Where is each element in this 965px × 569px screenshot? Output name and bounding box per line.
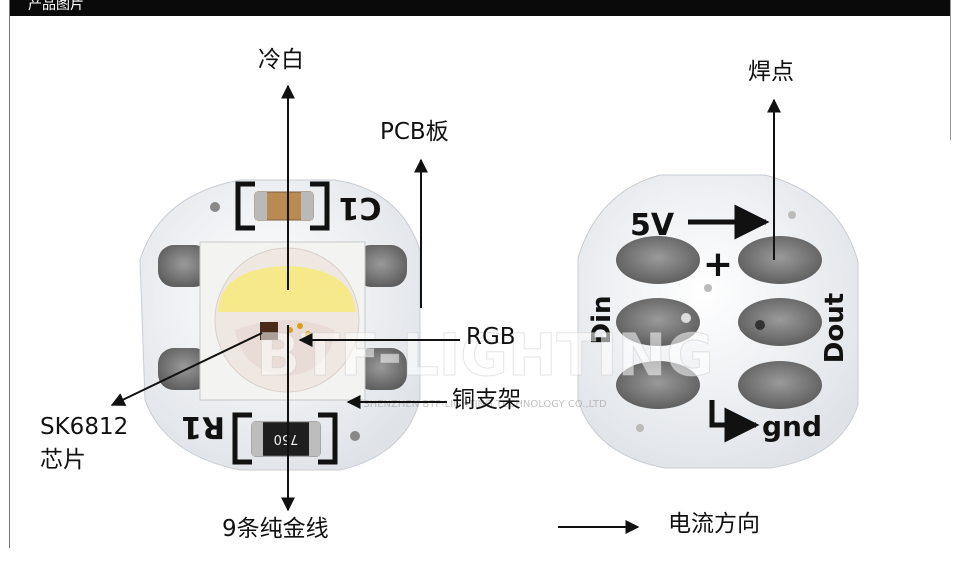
copper-lead-left-top [158,245,210,287]
silk-gnd: gnd [762,410,822,443]
header-bar: 产品图片 [10,0,950,16]
silk-gnd-arrow [709,400,760,443]
r1-silkscreen: R1 [181,409,225,444]
c1-silkscreen: C1 [339,190,382,225]
copper-lead-left-bottom [158,348,210,390]
label-chip: 芯片 [40,447,86,473]
via-hole [788,211,796,219]
via-hole [704,284,712,292]
silk-plus: + [703,244,733,285]
label-chip-model: SK6812 [40,414,129,440]
via-hole [350,431,360,441]
capacitor-terminal-right [301,192,313,220]
silk-din: Din [587,295,617,344]
silk-5v: 5V [630,208,675,243]
label-current-direction: 电流方向 [668,511,760,537]
watermark-company: SHENZHEN BTF-LIGHTING TECHNOLOGY CO.,LTD [363,399,607,410]
label-cool-white: 冷白 [258,47,304,73]
label-rgb: RGB [466,324,516,350]
arrow-chip [110,332,263,406]
solder-pad-gnd-left [616,361,700,409]
label-pcb-board: PCB板 [380,119,449,145]
copper-lead-right-top [355,245,407,287]
solder-pad-din [616,298,700,346]
frame-right-border [950,0,951,140]
via-hole [681,313,691,323]
capacitor-terminal-left [255,192,267,220]
via-hole [636,424,644,432]
watermark-brand: BTF-LIGHTING [256,321,714,389]
solder-pad-5v [616,236,700,284]
solder-pad-5v-right [738,236,822,284]
via-hole [210,202,220,212]
solder-pad-dout [738,298,822,346]
label-solder-pad: 焊点 [748,59,794,85]
copper-lead-right-bottom [355,348,407,390]
resistor-terminal-left [252,422,263,456]
label-gold-wire: 9条纯金线 [222,516,329,542]
sk6812-chip [260,322,278,340]
label-copper-bracket: 铜支架 [452,387,521,413]
solder-pad-gnd-right [738,361,822,409]
resistor-code: 750 [274,431,299,446]
header-title: 产品图片 [28,0,84,13]
green-die [297,323,303,329]
r1-silkscreen-bracket [232,412,338,465]
frame-left-border [9,0,10,548]
silk-dout: Dout [820,293,850,363]
resistor-terminal-right [309,422,320,456]
c1-silkscreen-bracket [235,181,330,231]
via-hole [755,320,765,330]
